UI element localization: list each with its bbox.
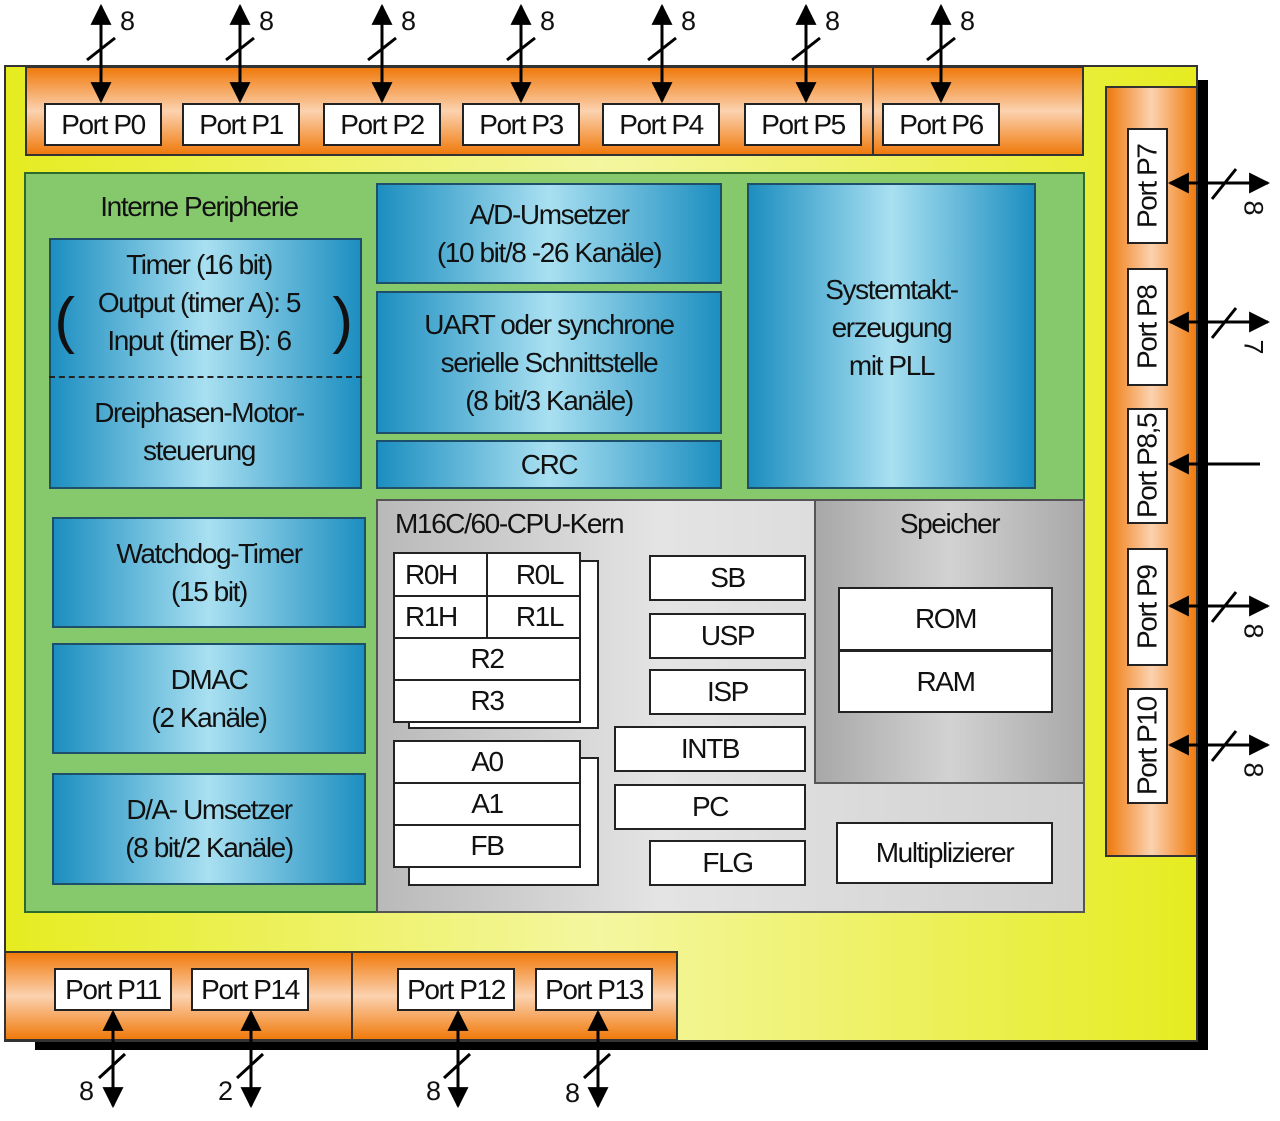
port-p1: Port P1: [182, 103, 300, 146]
reg-flg: FLG: [649, 840, 806, 886]
bus-slash-top-3: [506, 36, 536, 62]
reg-isp: ISP: [649, 669, 806, 715]
bus-width-p8: 7: [1238, 339, 1269, 354]
bus-slash-top-2: [367, 36, 397, 62]
bus-slash-bottom-0: [97, 1052, 127, 1080]
bus-slash-right-2: [1210, 591, 1238, 623]
cpu-title: M16C/60-CPU-Kern: [395, 508, 625, 539]
timer-title: Timer (16 bit): [126, 249, 273, 280]
timer-left-paren: (: [54, 286, 75, 355]
timer-block: [49, 238, 362, 489]
bus-slash-right-3: [1210, 730, 1238, 762]
bus-width-p6: 8: [960, 6, 975, 36]
multiplier: Multiplizierer: [836, 822, 1053, 884]
timer-input: Input (timer B): 6: [107, 325, 292, 356]
bus-slash-top-0: [86, 36, 116, 62]
bus-width-p0: 8: [120, 6, 135, 36]
motor-control: Dreiphasen-Motor- steuerung: [94, 397, 305, 466]
reg-r1l: R1L: [486, 595, 581, 639]
reg-a1: A1: [393, 782, 581, 826]
timer-right-paren: ): [332, 286, 353, 355]
reg-r3: R3: [393, 679, 581, 723]
reg-usp: USP: [649, 613, 806, 659]
crc: CRC: [376, 440, 722, 489]
port-p11: Port P11: [54, 968, 172, 1011]
port-p0: Port P0: [44, 103, 162, 146]
bus-width-p7: 8: [1238, 200, 1269, 215]
port-p2: Port P2: [323, 103, 441, 146]
port-p6: Port P6: [882, 103, 1000, 146]
bottom-port-divider: [351, 951, 353, 1041]
bus-width-p11: 8: [79, 1076, 94, 1106]
reg-fb: FB: [393, 824, 581, 868]
bus-width-p9: 8: [1238, 623, 1269, 638]
reg-sb: SB: [649, 555, 806, 601]
peripherals-title: Interne Peripherie: [100, 191, 299, 222]
watchdog-timer: Watchdog-Timer (15 bit): [52, 517, 366, 628]
da-converter: D/A- Umsetzer (8 bit/2 Kanäle): [52, 773, 366, 885]
reg-pc: PC: [614, 784, 806, 830]
port-p12: Port P12: [397, 968, 515, 1011]
bus-width-p2: 8: [401, 6, 416, 36]
bus-width-p3: 8: [540, 6, 555, 36]
top-port-divider: [872, 66, 874, 156]
bus-slash-top-1: [225, 36, 255, 62]
bus-width-p13: 8: [565, 1078, 580, 1108]
port-p14: Port P14: [191, 968, 309, 1011]
timer-divider: [49, 376, 362, 378]
dmac: DMAC (2 Kanäle): [52, 643, 366, 754]
bus-width-p4: 8: [681, 6, 696, 36]
port-p13: Port P13: [535, 968, 653, 1011]
reg-r0h: R0H: [393, 552, 488, 597]
bus-slash-top-5: [791, 36, 821, 62]
bus-slash-top-4: [647, 36, 677, 62]
bus-slash-right-0: [1210, 168, 1238, 200]
uart: UART oder synchrone serielle Schnittstel…: [376, 291, 722, 434]
ad-converter: A/D-Umsetzer (10 bit/8 -26 Kanäle): [376, 183, 722, 284]
bus-width-p10: 8: [1238, 762, 1269, 777]
bus-slash-bottom-3: [582, 1052, 612, 1080]
clock-generator: Systemtakt- erzeugung mit PLL: [747, 183, 1036, 489]
rom: ROM: [838, 587, 1053, 651]
ram: RAM: [838, 650, 1053, 713]
bus-slash-right-1: [1210, 307, 1238, 339]
bus-width-p5: 8: [825, 6, 840, 36]
port-p3: Port P3: [462, 103, 580, 146]
bus-slash-bottom-2: [442, 1052, 472, 1080]
bus-slash-bottom-1: [235, 1052, 265, 1080]
port-p5: Port P5: [744, 103, 862, 146]
bus-width-p1: 8: [259, 6, 274, 36]
memory-title: Speicher: [899, 508, 1001, 539]
reg-r1h: R1H: [393, 595, 488, 639]
timer-output: Output (timer A): 5: [97, 287, 302, 318]
reg-intb: INTB: [614, 726, 806, 772]
reg-r0l: R0L: [486, 552, 581, 597]
bus-slash-top-6: [926, 36, 956, 62]
bus-width-p14: 2: [218, 1076, 233, 1106]
bus-width-p12: 8: [426, 1076, 441, 1106]
port-p4: Port P4: [602, 103, 720, 146]
reg-a0: A0: [393, 740, 581, 784]
